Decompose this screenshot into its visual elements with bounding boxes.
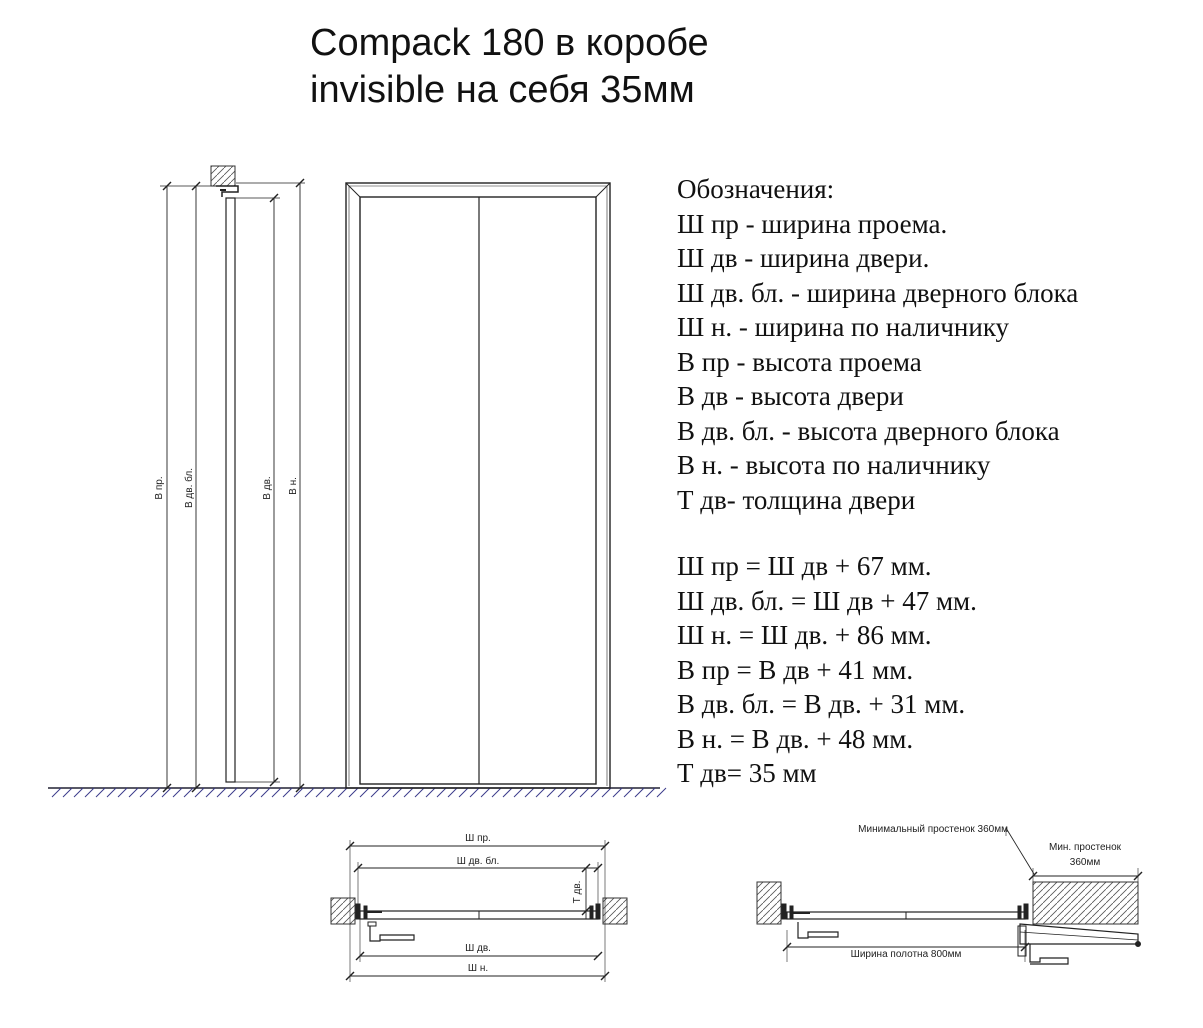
title-line-1: Compack 180 в коробе [310, 22, 709, 64]
title-line-2: invisible на себя 35мм [310, 69, 695, 111]
plan-label-trim: Ш н. [468, 963, 488, 974]
formula: Ш н. = Ш дв. + 86 мм. [677, 620, 932, 650]
legend-item: Ш дв - ширина двери. [677, 243, 930, 273]
legend-heading: Обозначения: [677, 174, 835, 204]
legend-item: Ш н. - ширина по наличнику [677, 312, 1010, 342]
formula: Т дв= 35 мм [677, 758, 817, 788]
legend-item: В пр - высота проема [677, 346, 922, 377]
side-dim-label: В дв. [262, 476, 273, 499]
plan-label-door: Ш дв. [465, 943, 491, 954]
plan-section-view [330, 840, 628, 982]
formula: Ш пр = Ш дв + 67 мм. [677, 551, 932, 581]
legend-item: Ш дв. бл. - ширина дверного блока [677, 277, 1079, 308]
formula: В дв. бл. = В дв. + 31 мм. [677, 689, 966, 719]
front-elevation [345, 182, 611, 789]
side-dim-label: В н. [288, 477, 299, 495]
drawing-title: Compack 180 в коробе invisible на себя 3… [310, 20, 709, 114]
formula: В пр = В дв + 41 мм. [677, 654, 914, 685]
legend-item: В дв - высота двери [677, 381, 904, 411]
install-min-wall-short-2: 360мм [1070, 857, 1101, 868]
floor-line [48, 787, 667, 798]
install-leaf-width-label: Ширина полотна 800мм [851, 949, 962, 960]
plan-label-thickness: Т дв. [572, 881, 583, 904]
side-dim-label: В дв. бл. [183, 468, 195, 508]
formula: Ш дв. бл. = Ш дв + 47 мм. [677, 585, 977, 616]
formulas: Ш пр = Ш дв + 67 мм. Ш дв. бл. = Ш дв + … [677, 549, 977, 791]
side-section-view [160, 165, 305, 793]
legend: Обозначения: Ш пр - ширина проема. Ш дв … [677, 172, 1078, 517]
legend-item: Ш пр - ширина проема. [677, 208, 948, 239]
install-min-wall-short-1: Мин. простенок [1049, 842, 1122, 853]
legend-item: В н. - высота по наличнику [677, 450, 991, 480]
plan-label-block: Ш дв. бл. [457, 855, 500, 867]
install-plan-view [756, 827, 1143, 965]
plan-label-opening: Ш пр. [465, 833, 491, 844]
legend-item: В дв. бл. - высота дверного блока [677, 415, 1060, 446]
install-min-wall-label: Минимальный простенок 360мм [858, 824, 1008, 835]
side-dim-label: В пр. [154, 476, 165, 499]
formula: В н. = В дв. + 48 мм. [677, 723, 914, 754]
legend-item: Т дв- толщина двери [677, 484, 916, 515]
